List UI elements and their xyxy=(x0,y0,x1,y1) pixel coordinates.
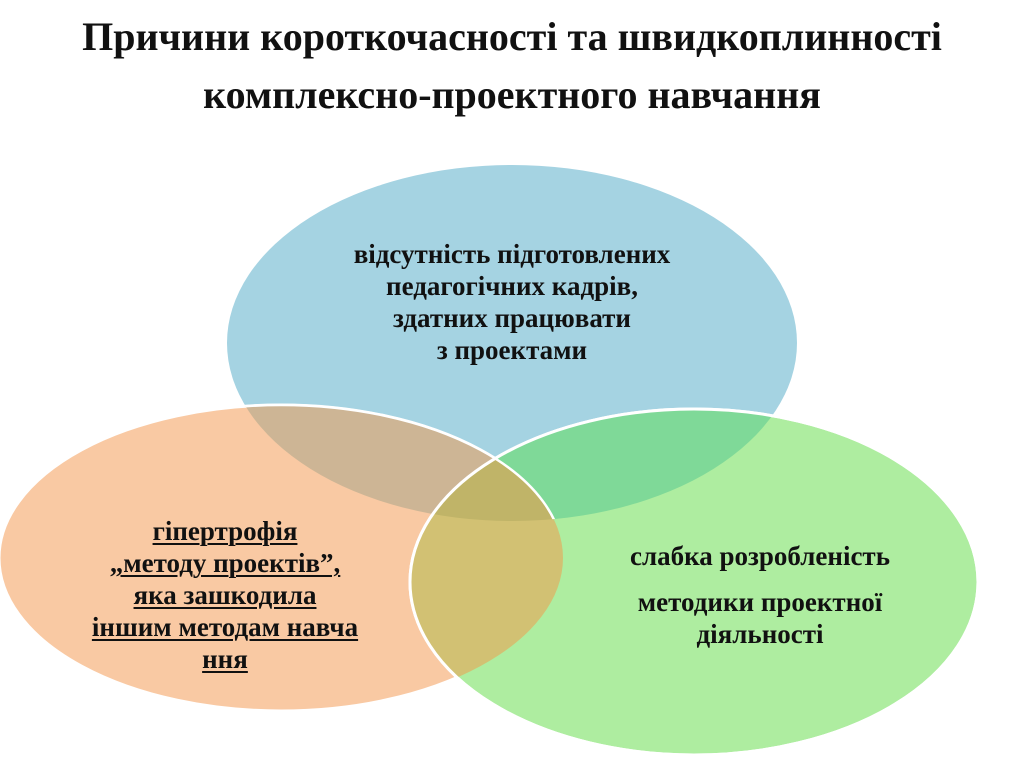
slide-title: Причини короткочасності та швидкоплиннос… xyxy=(0,8,1024,124)
outline-green xyxy=(408,407,980,757)
label-left: гіпертрофія „методу проектів”, яка зашко… xyxy=(30,515,420,675)
label-right-line: методики проектної xyxy=(637,587,883,617)
label-left-line: іншим методам навча xyxy=(91,612,359,642)
label-right-line: діяльності xyxy=(696,619,824,649)
label-top-line: відсутність підготовлених xyxy=(353,239,671,269)
label-right: слабка розробленість методики проектної … xyxy=(560,540,960,650)
label-top: відсутність підготовлених педагогічних к… xyxy=(262,238,762,366)
title-line-1: Причини короткочасності та швидкоплиннос… xyxy=(82,14,942,59)
label-left-line: гіпертрофія xyxy=(152,516,298,546)
title-line-2: комплексно-проектного навчання xyxy=(203,72,821,117)
label-top-line: з проектами xyxy=(436,335,588,365)
label-top-line: педагогічних кадрів, xyxy=(386,271,638,301)
label-left-line: „методу проектів”, xyxy=(109,548,341,578)
overlap-blue-orange xyxy=(227,405,563,521)
label-right-line: слабка розробленість xyxy=(630,541,890,571)
label-left-line: ння xyxy=(202,644,248,674)
outline-orange xyxy=(227,403,565,521)
label-top-line: здатних працювати xyxy=(393,303,631,333)
overlap-blue-green xyxy=(410,409,797,521)
label-left-line: яка зашкодила xyxy=(133,580,317,610)
